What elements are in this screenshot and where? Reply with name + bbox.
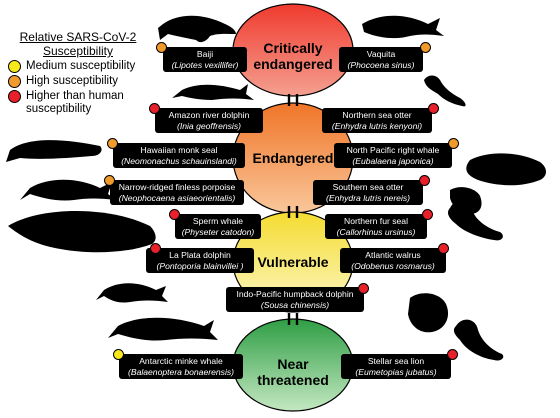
species-label-la-plata-dolphin: La Plata dolphin(Pontoporia blainvillei …	[146, 248, 254, 273]
marker-atlantic-walrus	[438, 243, 449, 254]
medium-dot-icon	[8, 60, 21, 73]
category-near-threatened: Near threatened	[257, 356, 329, 388]
species-label-stellar-sea-lion: Stellar sea lion(Eumetopias jubatus)	[341, 354, 451, 379]
marker-amazon-river-dolphin	[149, 103, 160, 114]
marker-northern-sea-otter	[428, 103, 439, 114]
species-label-northern-fur-seal: Northern fur seal(Callorhinus ursinus)	[325, 214, 427, 239]
susceptibility-legend: Relative SARS-CoV-2 Susceptibility Mediu…	[8, 30, 148, 116]
fur-seal-silhouette-icon	[448, 199, 503, 241]
marker-stellar-sea-lion	[447, 349, 458, 360]
marker-northern-fur-seal	[422, 209, 433, 220]
la-plata-dolphin-silhouette-icon	[96, 283, 168, 303]
marker-hawaiian-monk-seal	[107, 138, 118, 149]
species-label-north-pacific-right-whale: North Pacific right whale(Eubalaena japo…	[334, 143, 452, 168]
monk-seal-silhouette-icon	[6, 140, 102, 162]
species-label-vaquita: Vaquita(Phocoena sinus)	[339, 47, 423, 72]
species-label-antarctic-minke-whale: Antarctic minke whale(Balaenoptera bonae…	[119, 354, 243, 379]
marker-la-plata-dolphin	[150, 243, 161, 254]
legend-title-line1: Relative SARS-CoV-2	[19, 30, 137, 44]
legend-item-label: Medium susceptibility	[26, 60, 136, 72]
species-label-amazon-river-dolphin: Amazon river dolphin(Inia geoffrensis)	[155, 108, 263, 133]
northern-sea-otter-silhouette-icon	[424, 75, 466, 107]
species-label-sperm-whale: Sperm whale(Physeter catodon)	[175, 214, 261, 239]
species-label-finless-porpoise: Narrow-ridged finless porpoise(Neophocae…	[110, 180, 244, 205]
baiji-silhouette-icon	[158, 15, 236, 43]
marker-vaquita	[420, 42, 431, 53]
species-label-hawaiian-monk-seal: Hawaiian monk seal(Neomonachus schauinsl…	[113, 143, 245, 168]
legend-title-line2: Susceptibility	[42, 44, 114, 58]
category-vulnerable: Vulnerable	[257, 254, 329, 270]
species-label-northern-sea-otter: Northern sea otter(Enhydra lutris kenyon…	[322, 108, 432, 133]
species-label-atlantic-walrus: Atlantic walrus(Odobenus rosmarus)	[340, 248, 446, 273]
marker-humpback-dolphin	[358, 283, 369, 294]
species-label-baiji: Baiji(Lipotes vexillifer)	[163, 47, 247, 72]
humpback-dolphin-silhouette-icon	[108, 317, 218, 341]
right-whale-silhouette-icon	[466, 153, 546, 186]
legend-item-high: High susceptibility	[8, 75, 148, 88]
marker-sperm-whale	[169, 209, 180, 220]
legend-item-medium: Medium susceptibility	[8, 60, 148, 73]
vaquita-silhouette-icon	[362, 15, 444, 39]
separator-lines	[287, 94, 299, 325]
marker-finless-porpoise	[104, 175, 115, 186]
category-critically-endangered: Critically endangered	[253, 40, 333, 72]
sperm-whale-silhouette-icon	[8, 211, 156, 253]
high-dot-icon	[8, 75, 21, 88]
higher-dot-icon	[8, 90, 21, 103]
species-label-southern-sea-otter: Southern sea otter(Enhydra lutris nereis…	[313, 180, 423, 205]
marker-baiji	[156, 42, 167, 53]
marker-southern-sea-otter	[419, 175, 430, 186]
sea-lion-silhouette-icon	[453, 319, 504, 361]
marker-antarctic-minke-whale	[113, 349, 124, 360]
walrus-silhouette-icon	[408, 293, 449, 333]
marker-north-pacific-right-whale	[448, 138, 459, 149]
legend-item-label: High susceptibility	[26, 75, 119, 87]
category-endangered: Endangered	[252, 150, 334, 166]
finless-porpoise-silhouette-icon	[20, 179, 116, 201]
species-label-humpback-dolphin: Indo-Pacific humpback dolphin(Sousa chin…	[226, 287, 364, 312]
amazon-dolphin-silhouette-icon	[172, 84, 254, 100]
